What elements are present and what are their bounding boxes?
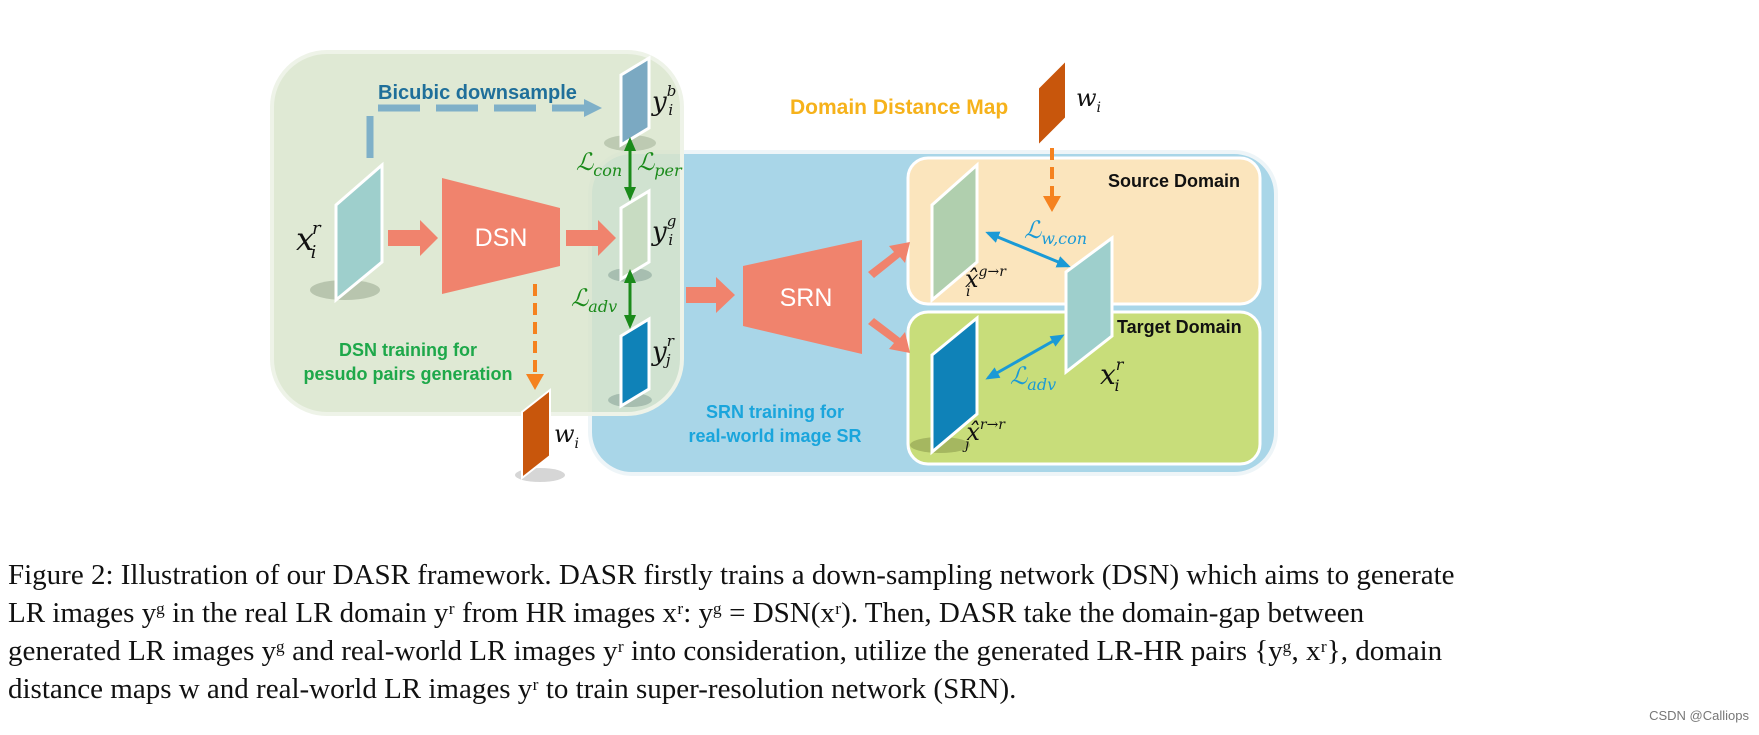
label-w-i-bottom: wi [554,420,579,452]
loss-arrow-w-con [985,231,1071,268]
sr-image-xhat-g-to-r [930,161,979,304]
dsn-network [442,178,560,294]
dsn-label: DSN [475,224,528,252]
flow-arrow [868,242,910,278]
loss-w-con-label: ℒw,con [1024,216,1087,248]
caption-line: LR images yᵍ in the real LR domain yʳ fr… [8,597,1365,629]
flow-arrow [388,220,438,256]
domain-distance-map-label: Domain Distance Map [790,96,1008,119]
label-w-i-top: wi [1076,84,1101,116]
loss-adv-target-label: ℒadv [1010,362,1056,394]
flow-arrow [686,277,735,313]
dsn-training-label-line2: pesudo pairs generation [303,364,512,384]
hr-image-x-i-r [334,161,384,304]
srn-label: SRN [780,284,833,312]
target-domain-label: Target Domain [1117,317,1242,337]
dsn-training-label-line1: DSN training for [339,340,477,360]
source-domain-label: Source Domain [1108,171,1240,191]
caption-line: generated LR images yᵍ and real-world LR… [8,635,1443,667]
distance-map-arrowhead [526,374,544,390]
hr-image-x-i-r-target [1064,235,1114,376]
loss-adv-label: ℒadv [571,284,617,316]
lr-image-y-i-b [619,55,651,148]
distance-map-arrowhead [1043,196,1061,212]
flow-arrow [566,220,616,256]
srn-network [743,240,862,354]
caption-line: Figure 2: Illustration of our DASR frame… [8,559,1455,591]
flow-arrow [868,318,910,353]
srn-training-label-line1: SRN training for [706,402,844,422]
sr-image-xhat-r-to-r [930,314,979,456]
domain-distance-map-top [1037,57,1067,149]
domain-distance-map-bottom [521,387,551,481]
srn-training-label-line2: real-world image SR [688,426,861,446]
loss-arrow-adv-target [985,334,1065,380]
bicubic-downsample-label: Bicubic downsample [378,82,577,104]
bicubic-downsample-arrow [366,99,602,158]
loss-per-label: ℒper [637,148,683,180]
watermark: CSDN @Calliops [1649,708,1749,723]
lr-image-y-i-g [619,188,651,282]
figure-caption: Figure 2: Illustration of our DASR frame… [8,556,1753,708]
lr-image-y-j-r [619,316,651,409]
caption-line: distance maps w and real-world LR images… [8,673,1017,705]
loss-con-label: ℒcon [576,148,622,180]
